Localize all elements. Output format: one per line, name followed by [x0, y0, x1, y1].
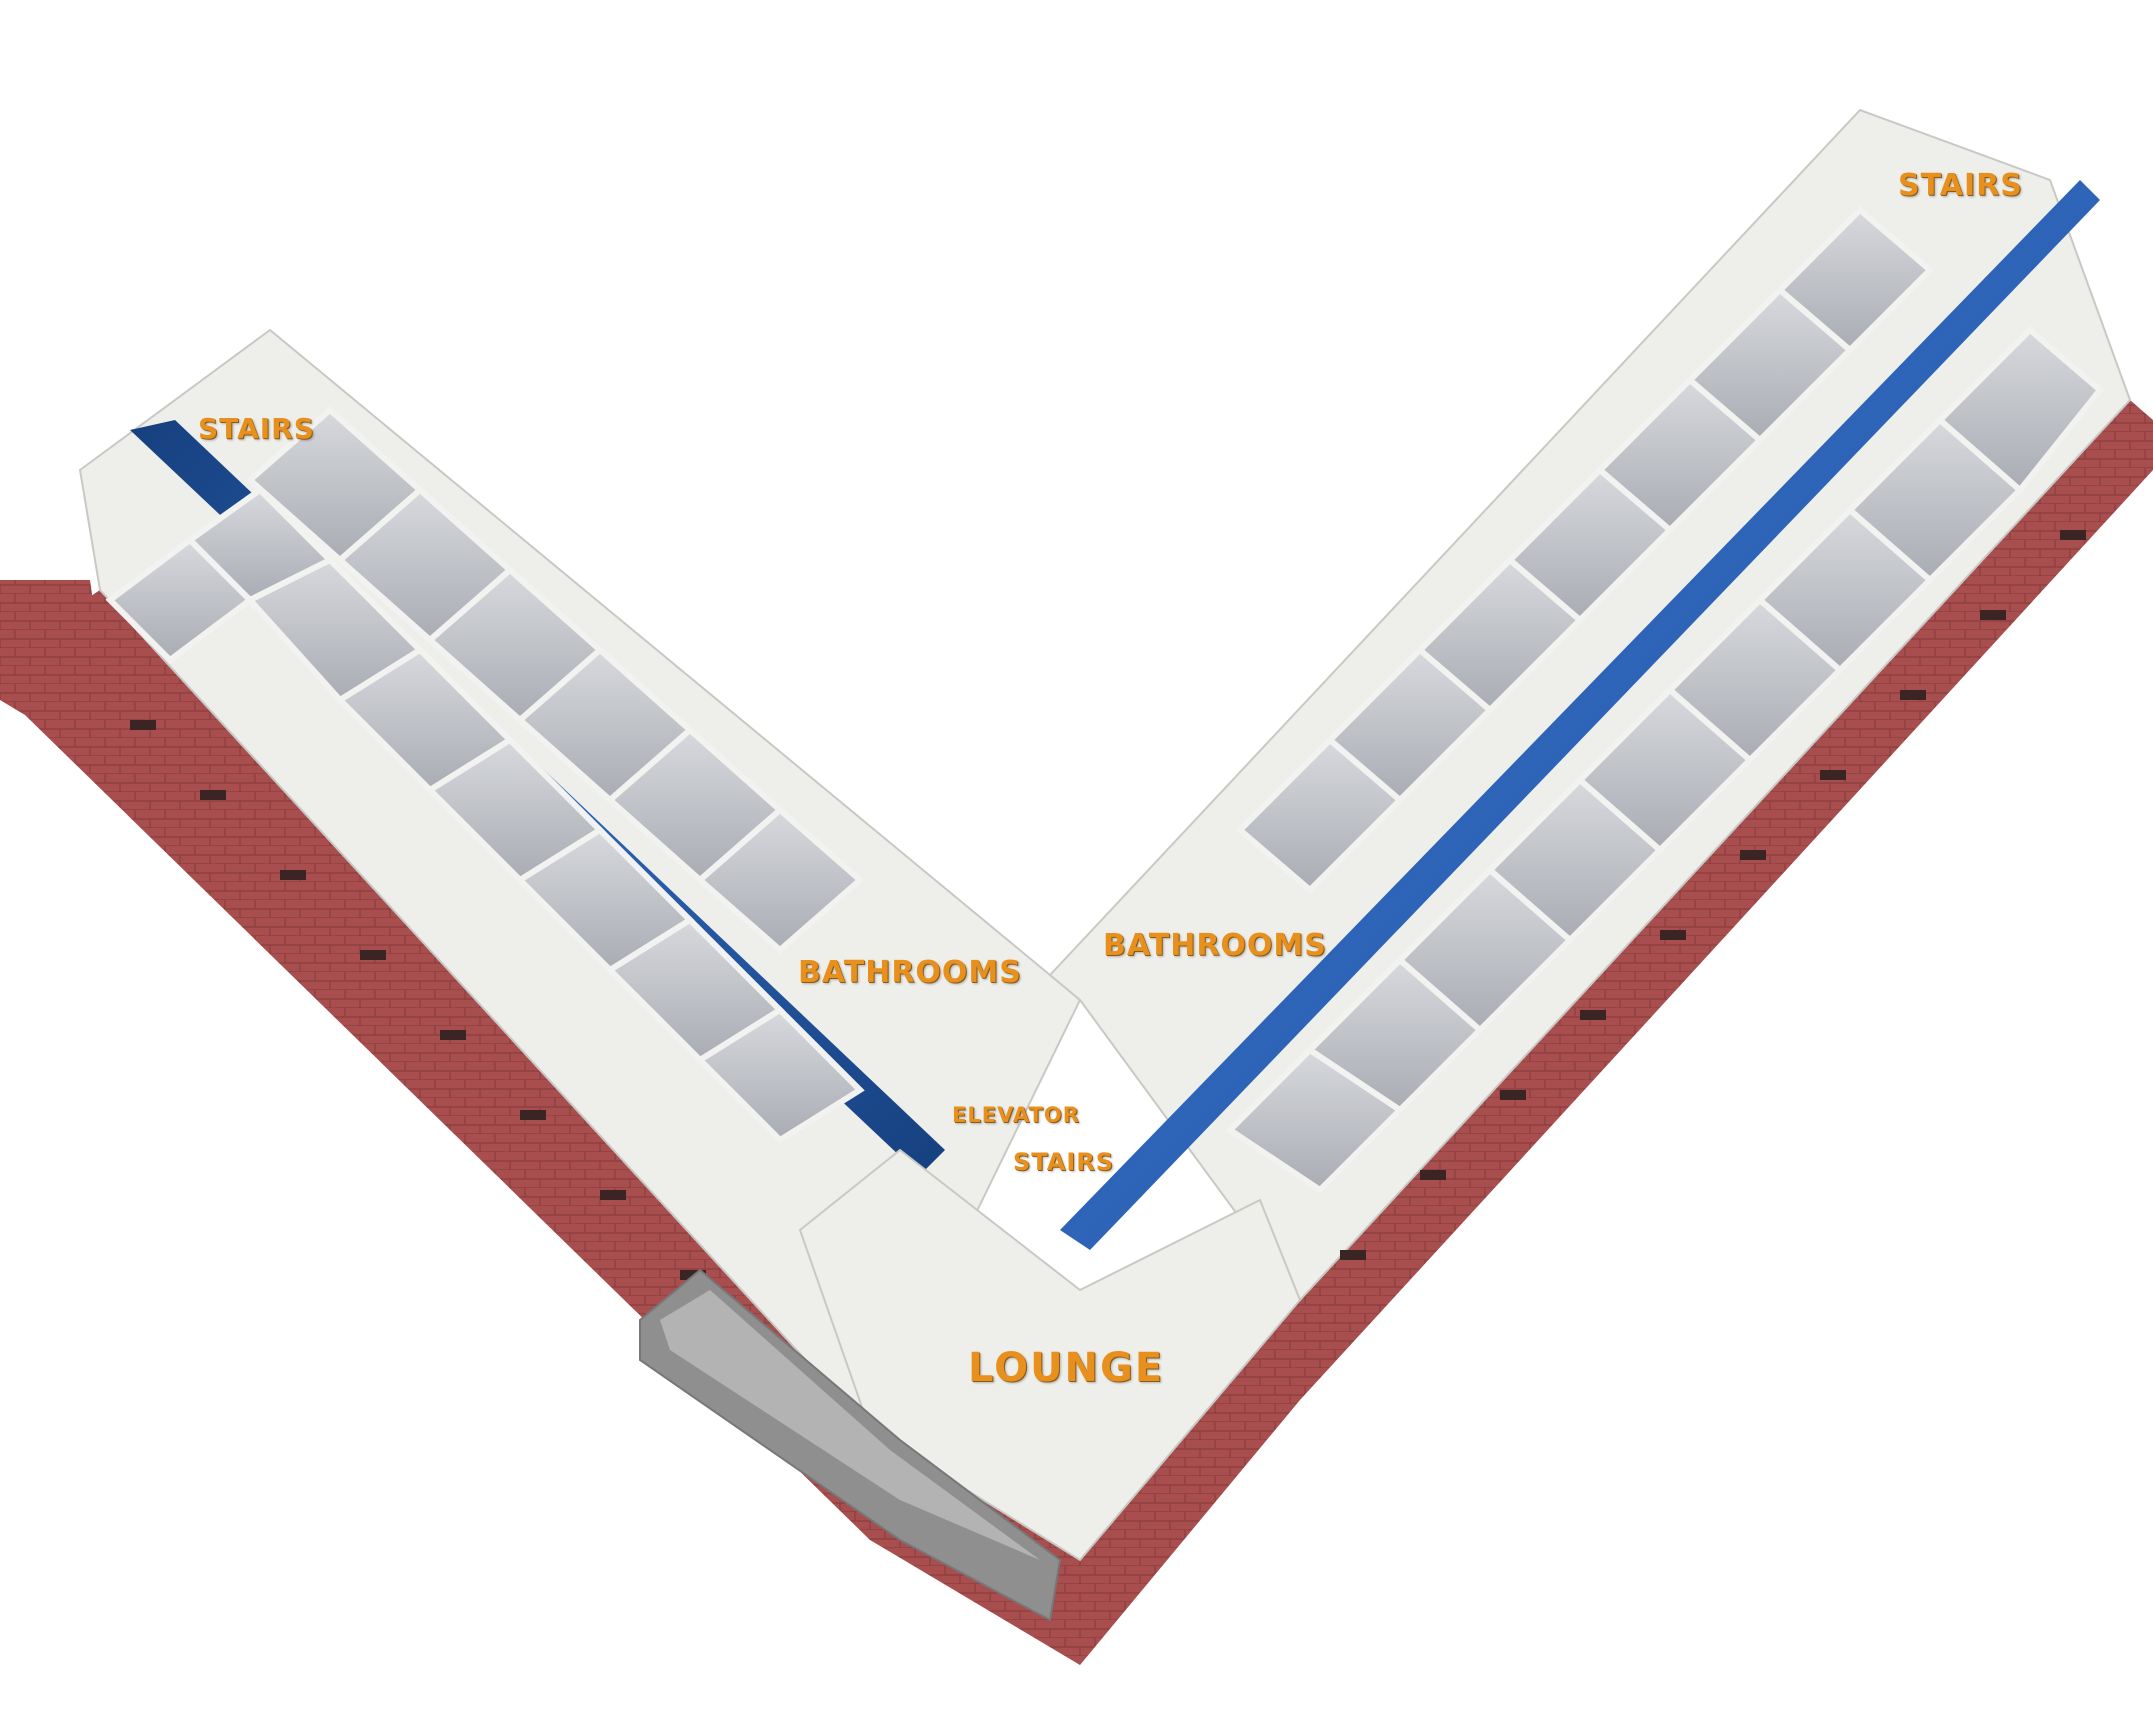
right-wing-corridor [1060, 180, 2100, 1250]
right-wing-windows [1340, 530, 2086, 1260]
right-wing-rooms-lower [1225, 325, 2105, 1194]
left-wing-rooms-upper [245, 406, 865, 954]
annex-interior [660, 1290, 1040, 1560]
left-wing-end-wall [0, 580, 100, 715]
right-wing-rooms-upper [1235, 205, 1935, 895]
right-wing-facade [1080, 400, 2153, 1665]
left-wing-rooms-lower [105, 486, 865, 1144]
